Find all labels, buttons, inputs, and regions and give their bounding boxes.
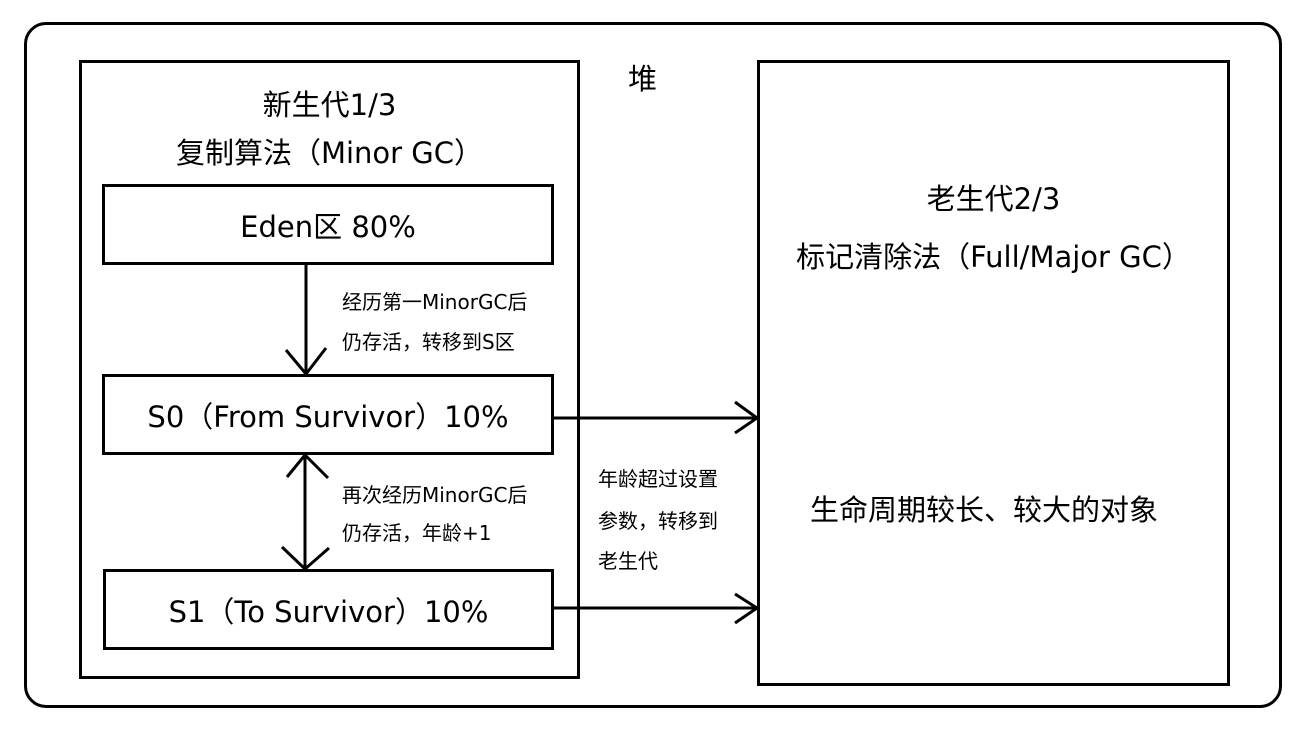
s1-box: S1（To Survivor）10% xyxy=(103,569,554,650)
s0-s1-double-arrow xyxy=(280,452,330,572)
s0-box: S0（From Survivor）10% xyxy=(102,374,554,455)
young-generation-algorithm: 复制算法（Minor GC） xyxy=(175,136,484,170)
old-generation-algorithm: 标记清除法（Full/Major GC） xyxy=(796,240,1191,274)
old-generation-box xyxy=(757,60,1230,686)
eden-box: Eden区 80% xyxy=(102,184,554,265)
to-old-note-line2: 参数，转移到 xyxy=(598,509,718,533)
heap-container xyxy=(24,22,1282,708)
eden-to-s-note-line2: 仍存活，转移到S区 xyxy=(342,330,515,354)
s0-label: S0（From Survivor）10% xyxy=(147,399,509,434)
to-old-note-line1: 年龄超过设置 xyxy=(598,467,718,491)
old-generation-description: 生命周期较长、较大的对象 xyxy=(810,493,1159,527)
eden-to-s0-arrow xyxy=(284,265,328,377)
s1-label: S1（To Survivor）10% xyxy=(168,594,489,629)
to-old-note-line3: 老生代 xyxy=(598,549,658,573)
s0-s1-note-line2: 仍存活，年龄+1 xyxy=(342,521,492,545)
eden-to-s-note-line1: 经历第一MinorGC后 xyxy=(342,290,528,314)
s1-to-old-arrow xyxy=(554,592,760,625)
s0-to-old-arrow xyxy=(554,400,760,435)
s0-s1-note-line1: 再次经历MinorGC后 xyxy=(342,483,528,507)
young-generation-title: 新生代1/3 xyxy=(262,88,397,122)
eden-label: Eden区 80% xyxy=(240,209,416,244)
old-generation-title: 老生代2/3 xyxy=(926,182,1061,216)
heap-title: 堆 xyxy=(628,62,658,96)
